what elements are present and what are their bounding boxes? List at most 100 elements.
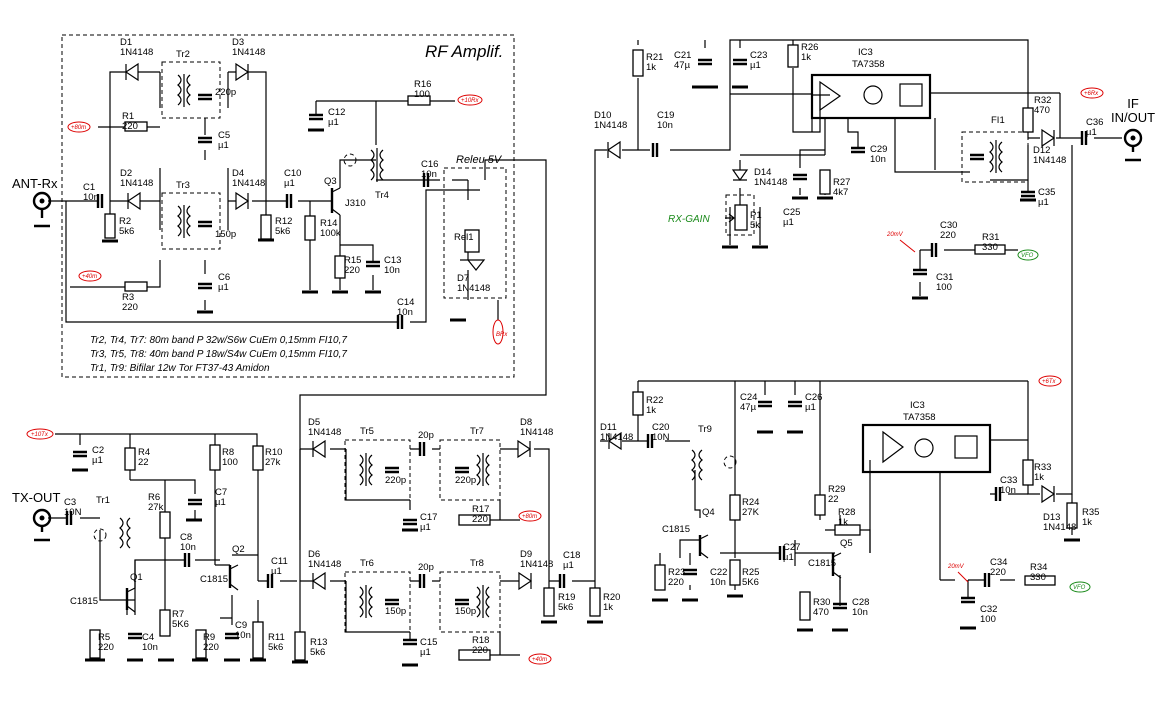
rf-amplifier-box [61,34,515,378]
d7-diode [460,259,486,271]
c27-capacitor [778,546,786,560]
r11-resistor [252,621,264,659]
d3-diode [235,62,250,82]
d14-diode [731,169,749,182]
q3-label: Q3 [324,176,337,187]
r27-resistor [819,169,831,195]
c22-capacitor [683,568,697,576]
svg-text:+40m: +40m [532,657,547,663]
c29-capacitor [851,146,865,154]
tr3-label: Tr3 [176,180,190,191]
tr4-core [343,153,357,167]
c25-capacitor [793,173,807,181]
r30-resistor [799,591,811,621]
c9-capacitor [225,632,239,640]
c1815d-label: C1815 [808,558,836,569]
r3-resistor [124,281,148,292]
c10-capacitor [285,194,293,208]
c220p-b-label: 220p [385,475,406,486]
winding-note-3: Tr1, Tr9: Bifilar 12w Tor FT37-43 Amidon [90,363,270,374]
c36-capacitor [1080,131,1088,145]
q4-label: Q4 [702,507,715,518]
tr5-can [344,439,411,501]
r21-resistor [632,49,644,77]
r5-resistor [89,629,101,659]
c14-capacitor [396,315,404,329]
r23-resistor [654,564,666,591]
d11-diode [607,431,622,451]
r7-resistor [159,609,171,637]
c20p-b-capacitor [418,574,426,588]
d6-diode [311,571,326,591]
tag-40m-a [78,270,102,282]
c21-capacitor [698,58,712,66]
r2-resistor [104,213,116,239]
r15-resistor [334,255,346,279]
r33-resistor [1022,459,1034,486]
j310-label: J310 [345,198,366,209]
q2-label: Q2 [232,544,245,555]
relay-box-label: Releu 5V [456,154,503,166]
c150p-a-label: 150p [215,229,236,240]
svg-text:+6Rx: +6Rx [1084,91,1099,97]
relay-box [443,167,507,299]
r8-resistor [209,444,221,471]
c220p-c-label: 220p [455,475,476,486]
r24-resistor [729,494,741,521]
fi1-can [961,131,1029,183]
d13-diode [1041,484,1056,504]
r34-resistor [1024,575,1056,586]
c32-capacitor [961,596,975,604]
r28-resistor [834,524,861,536]
c12-capacitor [309,113,323,121]
r29-resistor [814,494,826,516]
tag-6rx [1080,87,1104,99]
r16-resistor [407,95,431,106]
components [32,44,1143,667]
d4-diode [235,191,250,211]
winding-note-1: Tr2, Tr4, Tr7: 80m band P 32w/S6w CuEm 0… [90,335,347,346]
d2-diode [126,191,141,211]
c1815b-label: C1815 [200,574,228,585]
d5-diode [311,439,326,459]
